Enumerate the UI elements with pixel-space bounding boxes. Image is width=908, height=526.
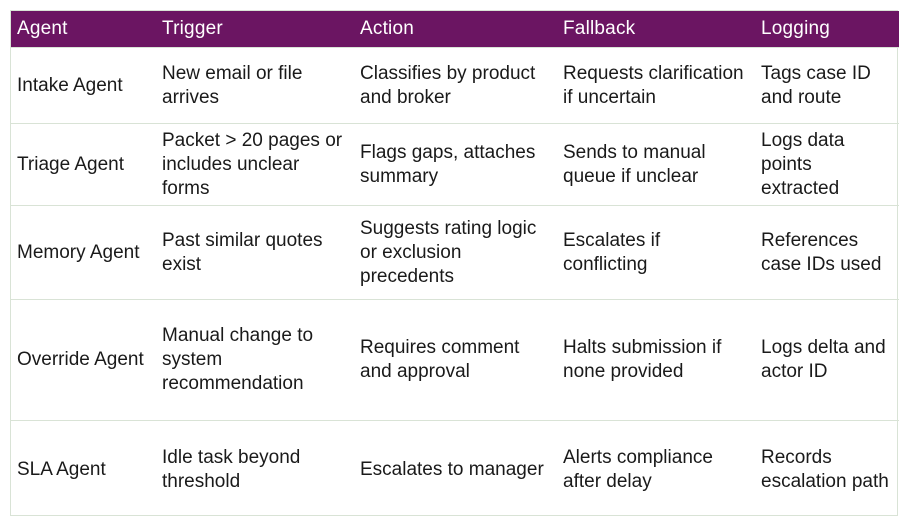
cell-trigger: Packet > 20 pages or includes unclear fo… <box>156 123 354 206</box>
cell-action: Classifies by product and broker <box>354 47 557 124</box>
cell-fallback: Halts submission if none provided <box>557 299 755 421</box>
table-row: Triage Agent Packet > 20 pages or includ… <box>11 123 899 206</box>
table-row: Intake Agent New email or file arrives C… <box>11 47 899 124</box>
column-header-fallback: Fallback <box>563 18 636 39</box>
cell-logging: Tags case ID and route <box>755 47 899 124</box>
column-header-action: Action <box>360 18 415 39</box>
column-header-trigger: Trigger <box>162 18 223 39</box>
cell-action: Suggests rating logic or exclusion prece… <box>354 205 557 300</box>
cell-agent: Memory Agent <box>11 205 156 300</box>
agent-table: Agent Trigger Action Fallback Logging In… <box>11 11 899 518</box>
cell-logging: Records escalation path <box>755 420 899 518</box>
cell-agent: Triage Agent <box>11 123 156 206</box>
table-row: Memory Agent Past similar quotes exist S… <box>11 205 899 300</box>
cell-agent: SLA Agent <box>11 420 156 518</box>
cell-trigger: Idle task beyond threshold <box>156 420 354 518</box>
column-header-agent: Agent <box>17 18 68 39</box>
agent-table-container: Agent Trigger Action Fallback Logging In… <box>10 10 899 518</box>
table-row: SLA Agent Idle task beyond threshold Esc… <box>11 420 899 518</box>
cell-action: Flags gaps, attaches summary <box>354 123 557 206</box>
table-row: Override Agent Manual change to system r… <box>11 299 899 421</box>
cell-agent: Override Agent <box>11 299 156 421</box>
cell-logging: References case IDs used <box>755 205 899 300</box>
cell-trigger: Manual change to system recommendation <box>156 299 354 421</box>
column-header-logging: Logging <box>761 18 831 39</box>
cell-action: Requires comment and approval <box>354 299 557 421</box>
cell-fallback: Escalates if conflicting <box>557 205 755 300</box>
table-header-row: Agent Trigger Action Fallback Logging <box>11 11 899 48</box>
cell-action: Escalates to manager <box>354 420 557 518</box>
cell-fallback: Requests clarification if uncertain <box>557 47 755 124</box>
cell-fallback: Sends to manual queue if unclear <box>557 123 755 206</box>
cell-logging: Logs data points extracted <box>755 123 899 206</box>
cell-logging: Logs delta and actor ID <box>755 299 899 421</box>
cell-trigger: New email or file arrives <box>156 47 354 124</box>
cell-trigger: Past similar quotes exist <box>156 205 354 300</box>
cell-fallback: Alerts compliance after delay <box>557 420 755 518</box>
cell-agent: Intake Agent <box>11 47 156 124</box>
